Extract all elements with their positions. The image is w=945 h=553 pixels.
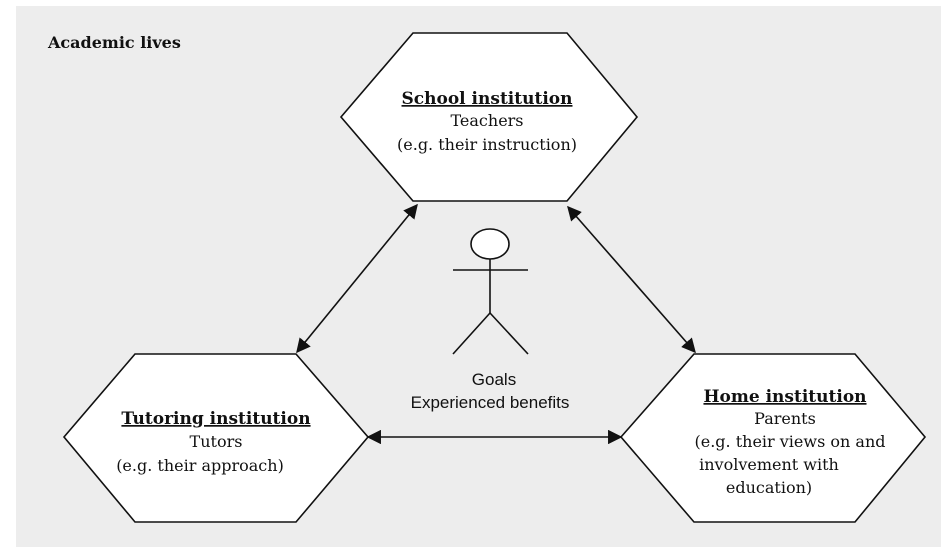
school-tutoring-arrow	[296, 203, 418, 354]
school-hexagon	[339, 32, 639, 202]
school-line-2: (e.g. their instruction)	[397, 135, 577, 154]
home-line-4: education)	[726, 478, 812, 497]
person-icon	[452, 228, 529, 355]
tutoring-hexagon	[62, 353, 370, 523]
school-home-arrow	[567, 205, 696, 354]
home-line-2: (e.g. their views on and	[695, 432, 886, 451]
tutoring-institution-node: Tutoring institution Tutors (e.g. their …	[62, 353, 370, 523]
home-institution-node: Home institution Parents (e.g. their vie…	[619, 353, 927, 523]
home-line-1: Parents	[754, 409, 816, 428]
tutoring-line-1: Tutors	[190, 432, 243, 451]
school-institution-node: School institution Teachers (e.g. their …	[339, 32, 639, 202]
home-hexagon	[619, 353, 927, 523]
home-title: Home institution	[703, 387, 866, 407]
diagram-title: Academic lives	[47, 33, 181, 52]
tutoring-title: Tutoring institution	[121, 409, 310, 429]
center-goals: Goals	[472, 370, 516, 389]
tutoring-line-2: (e.g. their approach)	[116, 456, 284, 475]
school-line-1: Teachers	[450, 111, 523, 130]
school-title: School institution	[402, 89, 573, 109]
home-line-3: involvement with	[699, 455, 839, 474]
center-benefits: Experienced benefits	[411, 393, 570, 412]
